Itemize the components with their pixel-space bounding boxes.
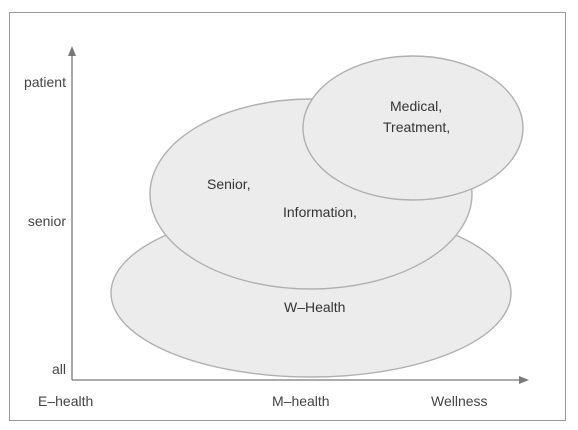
treatment-label: Treatment,: [383, 119, 450, 135]
whealth-label: W–Health: [284, 299, 345, 315]
x-axis-label-ehealth: E–health: [38, 393, 93, 409]
senior-label: Senior,: [207, 176, 251, 192]
x-axis-label-wellness: Wellness: [431, 393, 488, 409]
medical-treatment-region: [302, 55, 524, 201]
y-axis-label-patient: patient: [24, 74, 66, 90]
y-axis-arrowhead: [68, 46, 76, 56]
information-label: Information,: [283, 204, 357, 220]
y-axis-label-all: all: [52, 361, 66, 377]
x-axis-label-mhealth: M–health: [272, 393, 330, 409]
x-axis-arrowhead: [519, 376, 529, 384]
medical-label: Medical,: [390, 98, 442, 114]
y-axis-label-senior: senior: [28, 213, 66, 229]
